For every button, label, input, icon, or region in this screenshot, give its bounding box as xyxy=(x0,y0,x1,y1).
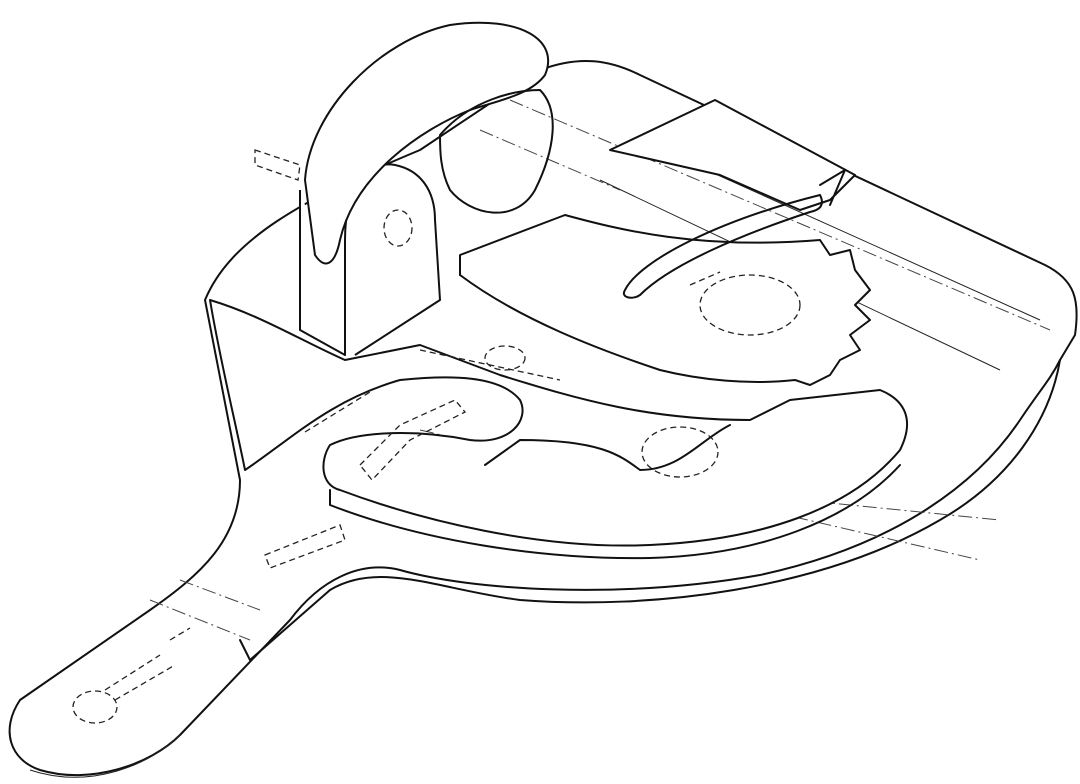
slotted-block xyxy=(609,99,856,211)
handle-logo xyxy=(72,627,191,724)
ruler-marks xyxy=(359,399,467,481)
wheel-hidden xyxy=(699,274,801,336)
pin xyxy=(254,149,301,181)
front-plate xyxy=(209,299,909,547)
arc-arm xyxy=(304,21,550,265)
wheel-slot xyxy=(622,194,823,299)
pivot-hidden xyxy=(641,426,719,478)
base-board-edge xyxy=(239,359,1061,661)
knob-hidden xyxy=(383,209,413,247)
top-plate xyxy=(459,214,871,386)
front-plate-cutout xyxy=(484,424,731,471)
